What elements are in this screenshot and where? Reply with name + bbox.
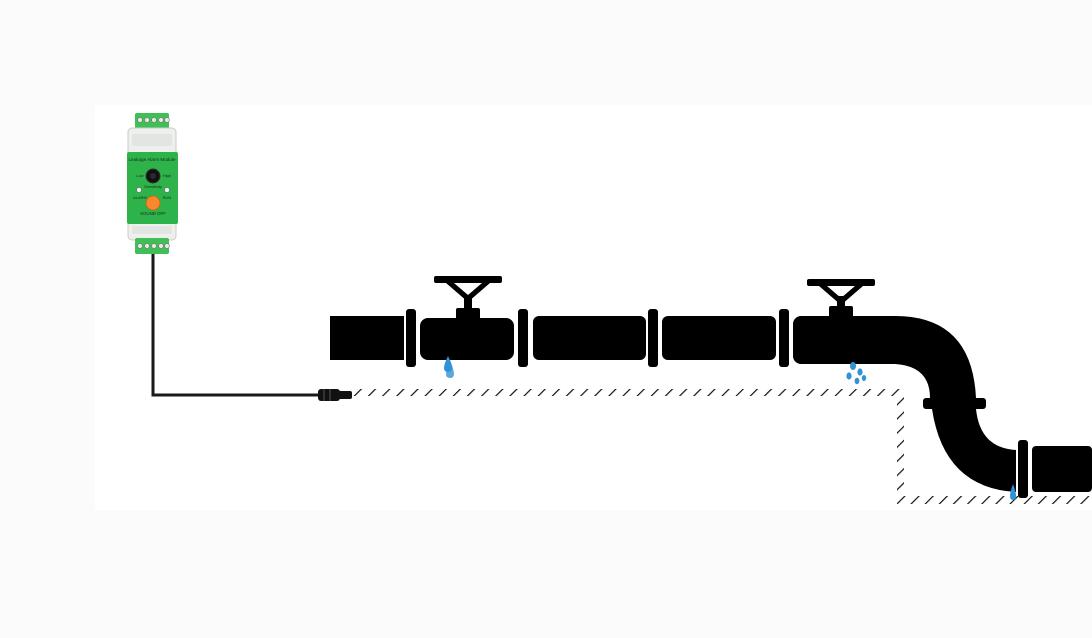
water-drop-icon [444,356,454,378]
sound-off-button[interactable] [145,195,161,211]
pipe-segment [1032,446,1092,492]
valve-handwheel-icon [807,279,875,305]
knob-high-label: High [163,173,171,178]
sensitivity-label: Sensitivity [144,184,162,189]
housing-top-vent [132,134,172,146]
pipe-flange [779,309,789,367]
run-led [164,187,170,193]
sound-off-label: SOUND OFF [140,211,166,216]
sensor-cable [151,250,322,397]
housing-bottom-vent [132,226,172,234]
pipe-elbow [895,316,976,398]
floor-hatch [352,389,1092,504]
valve-stem [464,296,472,310]
connector-icon [318,389,352,401]
scene-panel [95,105,1092,510]
knob-low-label: Low [136,173,143,178]
pipe-bend [932,409,1016,492]
pipe-flange [518,309,528,367]
leakage-alarm-module: Leakage Alarm Module Low High Sensitivit… [127,113,178,254]
valve-body [420,318,514,360]
alarm-led [136,187,142,193]
pipe-flange [648,309,658,367]
pipe-flange [923,398,986,409]
pipe-segment [662,316,776,360]
valve-handwheel-icon [434,276,502,302]
valve-bonnet [456,308,480,322]
module-title: Leakage Alarm Module [129,157,176,162]
pipeline [330,276,1092,498]
pipe-flange [1018,440,1028,498]
alarm-led-label: ALARM [133,195,147,200]
run-led-label: RUN [163,195,172,200]
pipe-segment [330,316,404,360]
valve-bonnet [829,306,853,320]
valve-body [793,316,903,364]
pipe-segment [533,316,646,360]
water-drop-icon [846,362,867,385]
water-drop-icon [1010,484,1016,500]
module-faceplate [127,152,178,224]
pipe-flange [406,309,416,367]
